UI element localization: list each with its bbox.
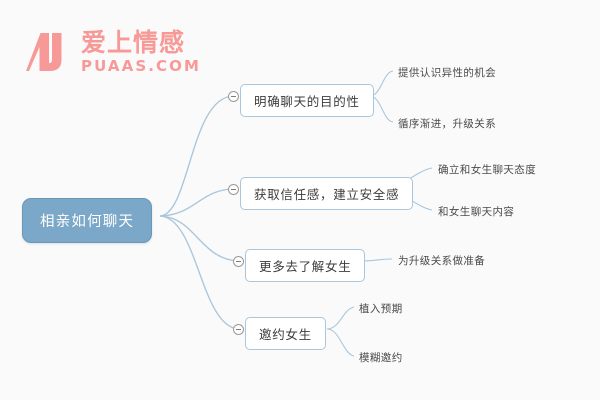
collapse-toggle-branch-2[interactable] <box>228 184 239 195</box>
puaas-logo-mark-icon <box>26 33 62 71</box>
link-branch-4-leaf-2 <box>326 328 355 357</box>
root-node[interactable]: 相亲如何聊天 <box>22 198 153 243</box>
collapse-toggle-branch-4[interactable] <box>233 324 244 335</box>
branch-node-1[interactable]: 明确聊天的目的性 <box>240 84 374 117</box>
leaf-node-2-1[interactable]: 确立和女生聊天态度 <box>438 164 537 176</box>
leaf-node-1-2[interactable]: 循序渐进，升级关系 <box>398 118 497 130</box>
link-root-branch-4 <box>159 215 239 330</box>
leaf-node-4-2[interactable]: 模糊邀约 <box>359 352 403 364</box>
leaf-node-3-1[interactable]: 为升级关系做准备 <box>398 255 486 267</box>
branch-node-4[interactable]: 邀约女生 <box>245 317 326 350</box>
brand-name-cn: 爱上情感 <box>81 28 186 57</box>
leaf-node-2-2[interactable]: 和女生聊天内容 <box>438 206 515 218</box>
link-root-branch-2 <box>159 188 234 217</box>
brand-logo-text: 爱上情感 PUAAS.COM <box>81 30 201 74</box>
link-branch-3-leaf-1 <box>361 258 393 262</box>
brand-name-en: PUAAS.COM <box>81 57 202 75</box>
collapse-toggle-branch-1[interactable] <box>228 91 239 102</box>
brand-logo: 爱上情感 PUAAS.COM <box>26 30 201 74</box>
link-root-branch-3 <box>159 215 239 262</box>
branch-node-2[interactable]: 获取信任感，建立安全感 <box>240 177 414 210</box>
leaf-node-4-1[interactable]: 植入预期 <box>359 303 403 315</box>
collapse-toggle-branch-3[interactable] <box>233 256 244 267</box>
leaf-node-1-1[interactable]: 提供认识异性的机会 <box>398 67 497 79</box>
link-root-branch-1 <box>159 95 234 217</box>
branch-node-3[interactable]: 更多去了解女生 <box>245 249 366 282</box>
link-branch-4-leaf-1 <box>326 306 355 330</box>
